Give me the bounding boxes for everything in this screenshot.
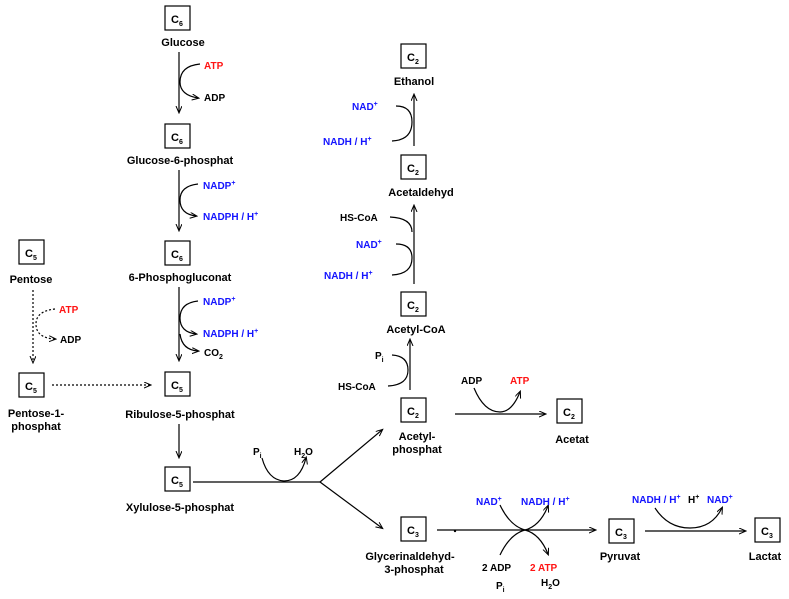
svg-text:C5: C5 (25, 248, 37, 262)
label-pentose1p-1: Pentose-1- (8, 408, 65, 420)
svg-text:C5: C5 (171, 380, 183, 394)
svg-text:C6: C6 (171, 14, 183, 28)
svg-text:C6: C6 (171, 132, 183, 146)
reaction-acetate-kinase: ADP ATP (455, 376, 545, 414)
cofactor-nadh-gap: NADH / H+ (521, 496, 570, 508)
label-lactat: Lactat (749, 551, 782, 563)
cofactor-h2o-split: H2O (294, 447, 313, 460)
cofactor-pi-gap: Pi (496, 581, 505, 594)
box-g6p: C6 (164, 123, 191, 149)
cofactor-nad-ald: NAD+ (356, 239, 382, 251)
reaction-phosphoketolase: Pi H2O (193, 430, 382, 528)
label-glucose: Glucose (161, 37, 204, 49)
label-gap-1: Glycerinaldehyd- (365, 551, 455, 563)
cofactor-nadh-eth: NADH / H+ (323, 136, 372, 148)
cofactor-adp-acet: ADP (461, 376, 482, 387)
label-pentose: Pentose (10, 274, 53, 286)
reaction-alcohol-dehydrogenase: NAD+ NADH / H+ (323, 95, 414, 148)
svg-text:C2: C2 (407, 406, 419, 420)
cofactor-adp-pent: ADP (60, 335, 81, 346)
cofactor-adp-glc: ADP (204, 93, 225, 104)
label-ethanol: Ethanol (394, 76, 434, 88)
cofactor-nad-gap: NAD+ (476, 496, 502, 508)
label-pyruvat: Pyruvat (600, 551, 641, 563)
svg-text:C3: C3 (615, 527, 627, 541)
label-ribulose: Ribulose-5-phosphat (125, 409, 235, 421)
svg-text:C5: C5 (25, 381, 37, 395)
label-acetaldehyd: Acetaldehyd (388, 187, 453, 199)
reaction-acetaldehyde-dehydrogenase: HS-CoA NAD+ NADH / H+ (324, 206, 414, 284)
box-gap: C3 (400, 516, 427, 542)
cofactor-atp-glc: ATP (204, 61, 224, 72)
svg-text:C2: C2 (407, 52, 419, 66)
box-acetaldehyd: C2 (400, 154, 427, 180)
cofactor-2adp: 2 ADP (482, 563, 511, 574)
box-glucose: C6 (164, 5, 191, 31)
cofactor-co2: CO2 (204, 348, 223, 361)
box-ethanol: C2 (400, 43, 427, 69)
reaction-hexokinase: ATP ADP (179, 52, 225, 112)
cofactor-atp-acet: ATP (510, 376, 530, 387)
cofactor-hscoa-2: HS-CoA (338, 382, 376, 393)
label-acetylp-1: Acetyl- (399, 431, 436, 443)
label-gap-2: 3-phosphat (384, 564, 444, 576)
box-pentose: C5 (18, 239, 45, 265)
reaction-pentose-kinase: ATP ADP (33, 290, 81, 362)
label-6pglucon: 6-Phosphogluconat (129, 272, 232, 284)
reaction-lactate-dehydrogenase: NADH / H+ H+ NAD+ (632, 494, 745, 531)
reaction-6pg-dehydrogenase: NADP+ NADPH / H+ CO2 (179, 287, 258, 361)
cofactor-hscoa-1: HS-CoA (340, 213, 378, 224)
svg-text:C2: C2 (407, 300, 419, 314)
svg-text:C5: C5 (171, 475, 183, 489)
cofactor-atp-pent: ATP (59, 305, 79, 316)
label-xylulose: Xylulose-5-phosphat (126, 502, 235, 514)
svg-text:C3: C3 (761, 526, 773, 540)
svg-text:C2: C2 (563, 407, 575, 421)
label-pentose1p-2: phosphat (11, 421, 61, 433)
box-acetat: C2 (556, 398, 583, 424)
cofactor-nadph-2: NADPH / H+ (203, 328, 258, 340)
label-acetat: Acetat (555, 434, 589, 446)
label-acetylp-2: phosphat (392, 444, 442, 456)
box-acetylcoa: C2 (400, 291, 427, 317)
box-6pglucon: C6 (164, 240, 191, 266)
box-ribulose: C5 (164, 371, 191, 397)
cofactor-nadh-ald: NADH / H+ (324, 270, 373, 282)
cofactor-nadh-lac: NADH / H+ (632, 494, 681, 506)
box-acetylp: C2 (400, 397, 427, 423)
cofactor-2atp: 2 ATP (530, 563, 558, 574)
reaction-phosphotransacetylase: Pi HS-CoA (338, 340, 410, 393)
box-xylulose: C5 (164, 466, 191, 492)
cofactor-pi-split: Pi (253, 447, 262, 460)
svg-text:C3: C3 (407, 525, 419, 539)
cofactor-nadph-1: NADPH / H+ (203, 211, 258, 223)
svg-text:C2: C2 (407, 163, 419, 177)
reaction-g6p-dehydrogenase: NADP+ NADPH / H+ (179, 170, 258, 230)
cofactor-nadp-2: NADP+ (203, 296, 235, 308)
box-pyruvat: C3 (608, 518, 635, 544)
cofactor-pi-acoa: Pi (375, 351, 384, 364)
cofactor-h-lac: H+ (688, 494, 699, 506)
label-g6p: Glucose-6-phosphat (127, 155, 234, 167)
cofactor-h2o-gap: H2O (541, 578, 560, 591)
svg-text:C6: C6 (171, 249, 183, 263)
label-acetylcoa: Acetyl-CoA (386, 324, 445, 336)
cofactor-nadp-1: NADP+ (203, 180, 235, 192)
cofactor-nad-lac: NAD+ (707, 494, 733, 506)
cofactor-nad-eth: NAD+ (352, 101, 378, 113)
reaction-lower-glycolysis: NAD+ NADH / H+ 2 ADP 2 ATP Pi H2O (437, 496, 595, 594)
box-lactat: C3 (754, 517, 781, 543)
box-pentose1p: C5 (18, 372, 45, 398)
